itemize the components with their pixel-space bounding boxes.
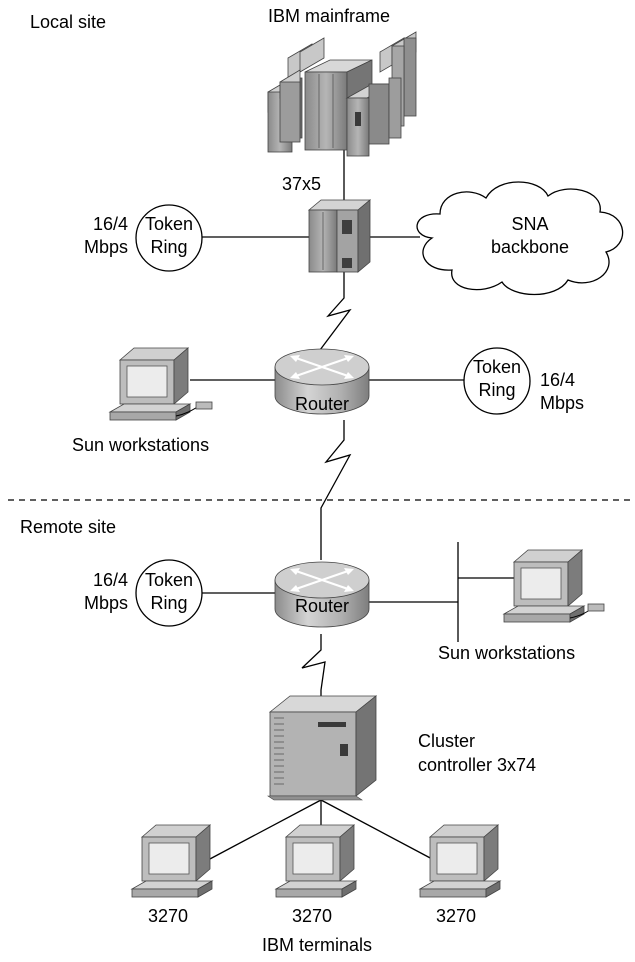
ring-label-line2: Ring xyxy=(478,380,515,400)
router-icon-local xyxy=(274,348,370,415)
ring-speed-line1: 16/4 xyxy=(540,370,575,390)
front-end-processor-icon xyxy=(307,199,372,273)
ring-label-line1: Token xyxy=(145,214,193,234)
remote-site-label: Remote site xyxy=(20,517,116,537)
terminal-label-1: 3270 xyxy=(148,906,188,926)
workstation-label-remote: Sun workstations xyxy=(438,643,575,663)
local-site-label: Local site xyxy=(30,12,106,32)
terminal-icon-1 xyxy=(130,824,214,898)
fep-label: 37x5 xyxy=(282,174,321,194)
token-ring-local-right: Token Ring xyxy=(463,347,531,415)
workstation-icon-remote xyxy=(502,549,605,623)
sna-backbone-cloud xyxy=(416,181,624,296)
terminal-label-3: 3270 xyxy=(436,906,476,926)
serial-fep-router xyxy=(319,272,352,351)
workstation-icon-local xyxy=(108,347,213,421)
ring-label-line2: Ring xyxy=(150,593,187,613)
ring-speed-line2: Mbps xyxy=(84,237,128,257)
sna-label-line1: SNA xyxy=(511,214,548,234)
router-label-local: Router xyxy=(295,394,349,414)
token-ring-remote: Token Ring xyxy=(135,559,203,627)
cluster-controller-icon xyxy=(267,695,378,801)
controller-label-line1: Cluster xyxy=(418,731,475,751)
terminals-caption: IBM terminals xyxy=(262,935,372,955)
ring-label-line2: Ring xyxy=(150,237,187,257)
ring-speed-line2: Mbps xyxy=(540,393,584,413)
serial-router-controller xyxy=(301,634,326,700)
router-label-remote: Router xyxy=(295,596,349,616)
mainframe-icon xyxy=(267,31,417,157)
token-ring-local-left: Token Ring xyxy=(135,204,203,272)
terminal-icon-2 xyxy=(274,824,358,898)
ring-label-line1: Token xyxy=(473,357,521,377)
controller-label-line2: controller 3x74 xyxy=(418,755,536,775)
link-controller-terminal-1 xyxy=(207,799,322,861)
mainframe-label: IBM mainframe xyxy=(268,6,390,26)
workstation-label-local: Sun workstations xyxy=(72,435,209,455)
ring-speed-line1: 16/4 xyxy=(93,570,128,590)
ring-speed-line2: Mbps xyxy=(84,593,128,613)
router-icon-remote xyxy=(274,561,370,628)
ring-speed-line1: 16/4 xyxy=(93,214,128,234)
link-controller-terminal-3 xyxy=(320,799,435,861)
sna-label-line2: backbone xyxy=(491,237,569,257)
terminal-icon-3 xyxy=(418,824,502,898)
ring-label-line1: Token xyxy=(145,570,193,590)
terminal-label-2: 3270 xyxy=(292,906,332,926)
links xyxy=(190,150,514,861)
serial-wan-link xyxy=(320,420,352,560)
